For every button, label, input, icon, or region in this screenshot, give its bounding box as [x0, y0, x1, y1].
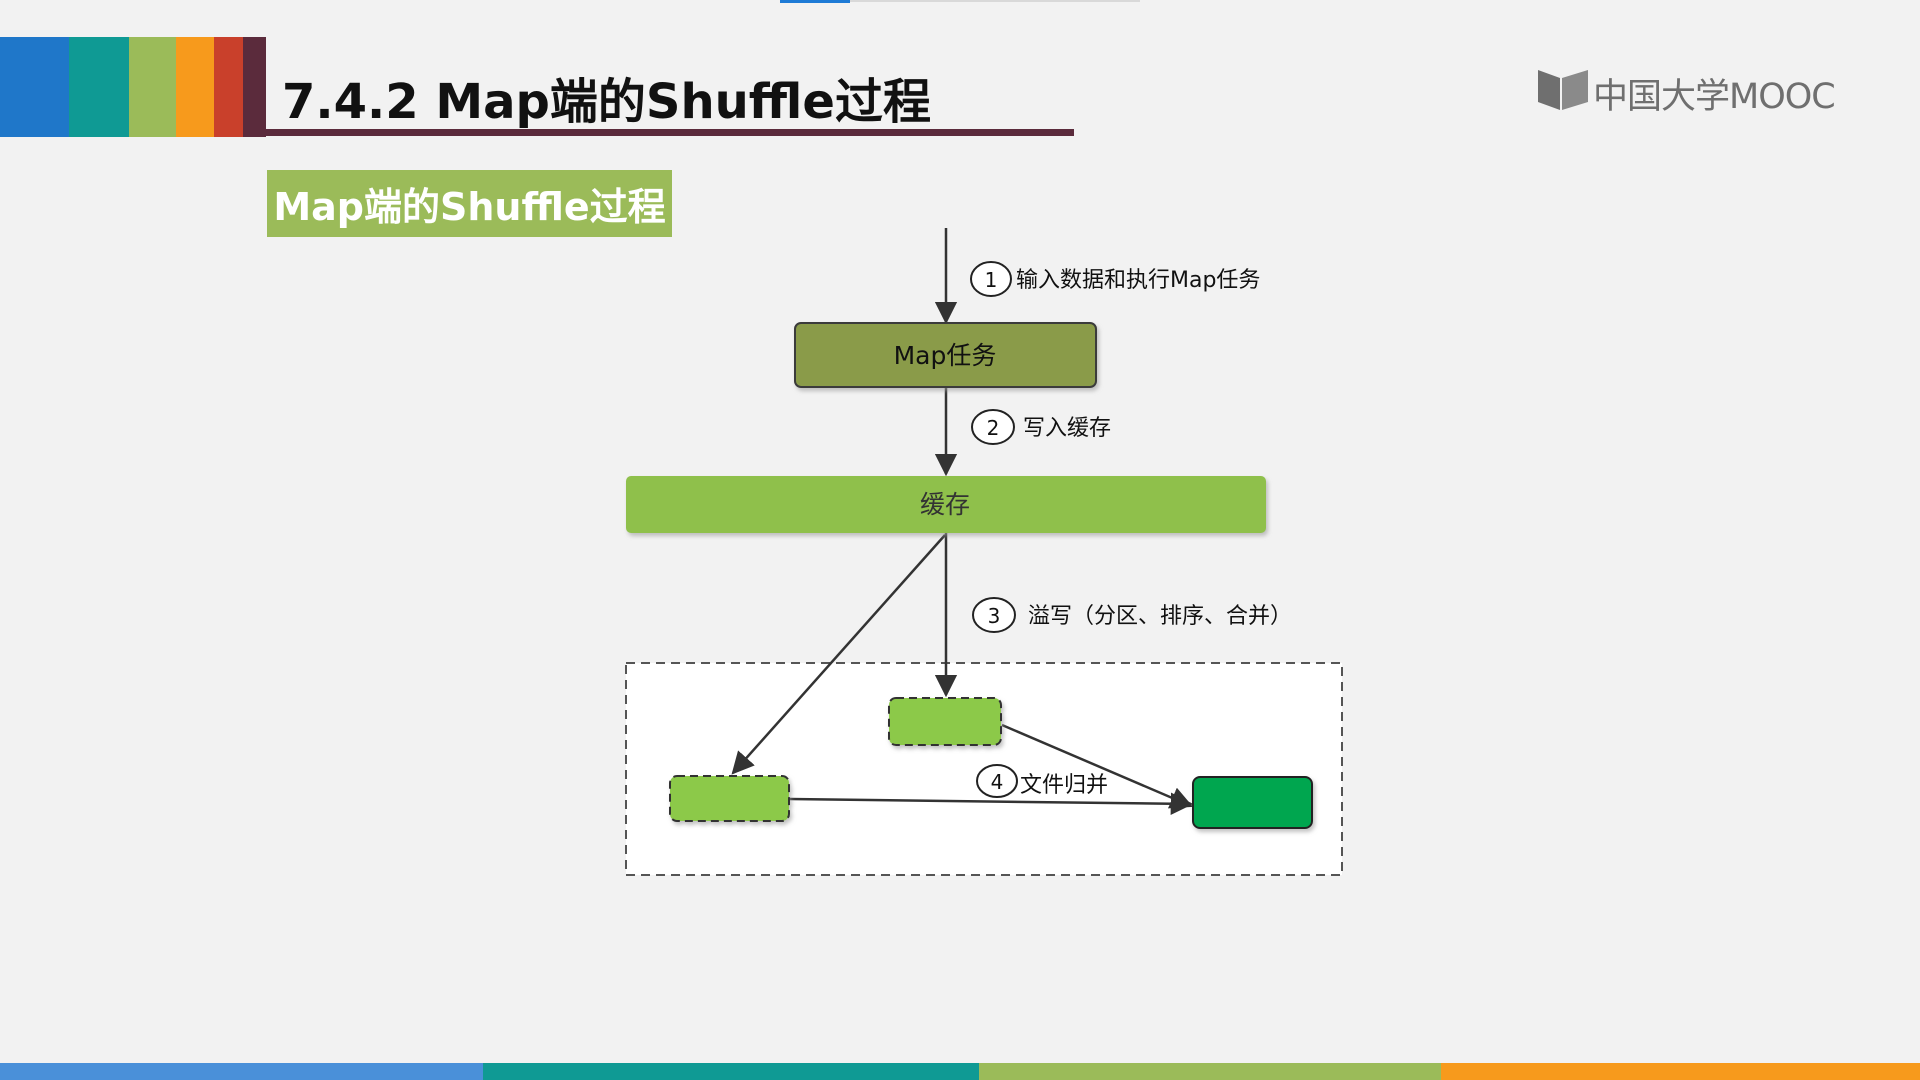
footer-stripe-green — [979, 1063, 1441, 1080]
book-icon — [1538, 70, 1588, 110]
page-title: 7.4.2 Map端的Shuffle过程 — [282, 74, 931, 130]
header-stripe-orange — [176, 37, 214, 137]
arrow-spill-left-to-merged — [789, 792, 1194, 815]
footer-stripe-orange — [1441, 1063, 1920, 1080]
step-2-annotation: 2 写入缓存 — [971, 409, 1111, 445]
step-4-label: 文件归并 — [1020, 773, 1108, 798]
step-1-label: 输入数据和执行Map任务 — [1016, 268, 1260, 293]
header-stripe-red — [214, 37, 243, 137]
top-progress-indicator — [780, 0, 850, 3]
step-2-number: 2 — [987, 416, 1000, 440]
arrow-buffer-to-spill-left — [731, 534, 946, 775]
header-stripe-maroon — [243, 37, 266, 137]
step-1-annotation: 1 输入数据和执行Map任务 — [970, 261, 1260, 297]
top-progress-track — [850, 0, 1140, 2]
footer-stripe-teal — [483, 1063, 979, 1080]
step-2-label: 写入缓存 — [1023, 416, 1111, 441]
step-4-annotation: 4 文件归并 — [976, 764, 1108, 798]
step-4-number: 4 — [991, 770, 1004, 794]
mooc-logo: 中国大学MOOC — [1536, 66, 1836, 117]
spill-file-left — [669, 775, 790, 822]
title-underline — [266, 129, 1074, 136]
footer-stripe-blue — [0, 1063, 483, 1080]
step-3-label: 溢写（分区、排序、合并） — [1028, 604, 1292, 629]
logo-text: 中国大学MOOC — [1593, 77, 1836, 117]
buffer-node: 缓存 — [626, 476, 1266, 533]
map-task-label: Map任务 — [894, 341, 997, 370]
step-3-number: 3 — [988, 604, 1001, 628]
header-stripe-blue — [0, 37, 69, 137]
section-label: Map端的Shuffle过程 — [267, 170, 672, 237]
buffer-label: 缓存 — [920, 490, 970, 519]
step-3-annotation: 3 溢写（分区、排序、合并） — [972, 597, 1292, 633]
merged-file — [1192, 776, 1313, 829]
step-1-number: 1 — [985, 268, 998, 292]
arrow-spill-middle-to-merged — [1001, 723, 1194, 809]
spill-file-middle — [888, 697, 1002, 746]
header-stripe-teal — [69, 37, 129, 137]
map-task-node: Map任务 — [794, 322, 1097, 388]
header-stripe-green — [129, 37, 176, 137]
